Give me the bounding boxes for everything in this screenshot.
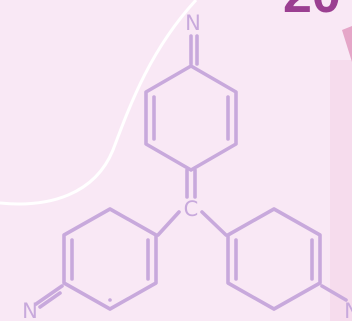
arrow-fragment [342, 26, 352, 62]
atom-center-c: C [184, 197, 199, 221]
decorative-curve [0, 0, 198, 206]
left-ring [34, 207, 158, 311]
atom-left-n: N [22, 299, 38, 321]
title-fragment: 20 [283, 0, 341, 24]
top-ring [144, 34, 238, 199]
atom-right-n: N [344, 299, 352, 321]
right-ring [226, 207, 348, 311]
background-panel [330, 60, 352, 321]
molecule [34, 34, 348, 311]
atom-top-n: N [185, 11, 201, 35]
